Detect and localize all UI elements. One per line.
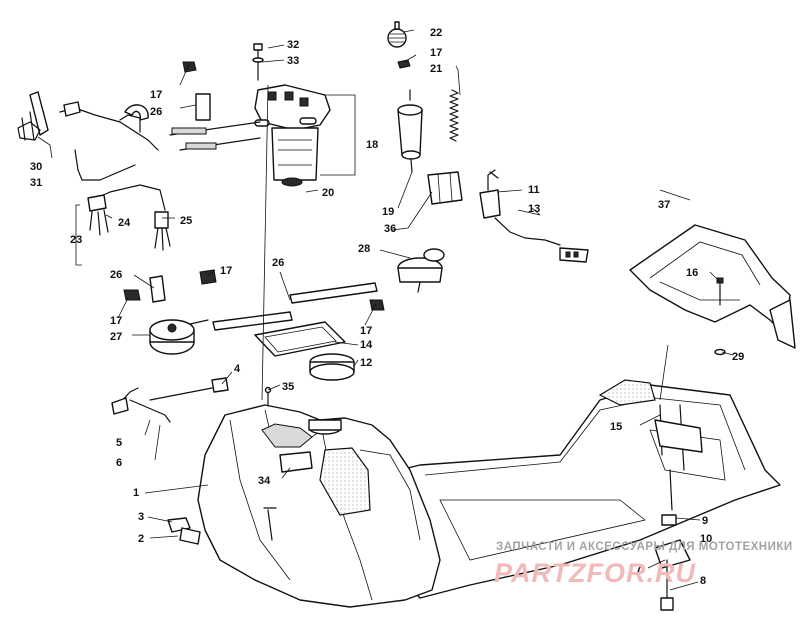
callout-36: 36	[384, 223, 396, 235]
switch	[479, 169, 501, 219]
callout-18: 18	[366, 139, 378, 151]
fitting-2-3	[167, 517, 201, 545]
cover	[629, 224, 796, 349]
bracket-34	[279, 451, 313, 473]
callout-16: 16	[686, 267, 698, 279]
callout-31: 31	[30, 177, 42, 189]
callout-4: 4	[234, 363, 241, 375]
callout-12: 12	[360, 357, 372, 369]
fuel-tank	[197, 404, 441, 608]
watermark: ЗАПЧАСТИ И АКСЕССУАРЫ ДЛЯ МОТОТЕХНИКИ PA…	[494, 541, 793, 588]
callout-1: 1	[133, 487, 139, 499]
callout-25: 25	[180, 215, 192, 227]
callout-7: 7	[636, 563, 642, 575]
callout-5: 5	[116, 437, 122, 449]
fuel-line-assembly	[17, 91, 261, 181]
callout-8: 8	[700, 575, 706, 587]
vent-hose-and-clip	[111, 377, 229, 423]
fuel-filter	[397, 89, 423, 173]
fuel-cap-top	[387, 21, 407, 48]
callout-32: 32	[287, 39, 299, 51]
callout-2: 2	[138, 533, 144, 545]
filler-cap	[309, 353, 355, 381]
bolt-8	[660, 559, 674, 611]
callout-11: 11	[528, 184, 540, 196]
callout-33: 33	[287, 55, 299, 67]
callout-26c: 26	[272, 257, 284, 269]
callout-29: 29	[732, 351, 744, 363]
callout-34: 34	[258, 475, 271, 487]
callout-35: 35	[282, 381, 294, 393]
callout-17a: 17	[150, 89, 162, 101]
watermark-caption: ЗАПЧАСТИ И АКСЕССУАРЫ ДЛЯ МОТОТЕХНИКИ	[496, 541, 793, 553]
gasket	[254, 321, 346, 357]
callout-17b: 17	[430, 47, 442, 59]
callout-27: 27	[110, 331, 122, 343]
callout-24: 24	[118, 217, 131, 229]
bracket-23	[75, 204, 82, 266]
grommet	[427, 171, 463, 205]
callout-14: 14	[360, 339, 373, 351]
screw-35	[264, 386, 272, 407]
callout-17d: 17	[110, 315, 122, 327]
watermark-logo: PARTZFOR.RU	[494, 558, 696, 588]
callout-6: 6	[116, 457, 122, 469]
callout-26b: 26	[110, 269, 122, 281]
wiring-connector	[87, 184, 171, 251]
callout-26a: 26	[150, 106, 162, 118]
callout-21: 21	[430, 63, 442, 75]
hose-clamp-top	[397, 59, 411, 69]
callout-15: 15	[610, 421, 622, 433]
callout-19: 19	[382, 206, 394, 218]
callout-10: 10	[700, 533, 712, 545]
callout-23: 23	[70, 234, 82, 246]
callout-17e: 17	[360, 325, 372, 337]
spring	[449, 89, 459, 142]
washer-29	[714, 348, 726, 356]
callout-labels: 1 2 3 4 5 6 7 8 9 10 11 12 13 14 15 16 1…	[30, 27, 744, 587]
hose-clamp-upper-left	[182, 61, 197, 73]
wire-harness	[494, 217, 589, 263]
callout-37: 37	[658, 199, 670, 211]
screw-and-washer	[252, 43, 264, 81]
callout-30: 30	[30, 161, 42, 173]
leader-lines	[37, 29, 734, 591]
callout-17c: 17	[220, 265, 232, 277]
callout-9: 9	[702, 515, 708, 527]
callout-28: 28	[358, 243, 370, 255]
callout-20: 20	[322, 187, 334, 199]
hose-section	[149, 275, 378, 331]
hose-clamp-mid	[123, 269, 385, 311]
nut-9-10	[661, 469, 677, 526]
fuel-filter-28	[397, 248, 445, 293]
callout-22: 22	[430, 27, 442, 39]
fuel-pump-27	[149, 319, 209, 355]
fuel-pump-assembly	[254, 84, 331, 187]
chassis-belly-pan	[379, 379, 781, 599]
bolt-16	[716, 277, 724, 306]
callout-13: 13	[528, 203, 540, 215]
callout-3: 3	[138, 511, 144, 523]
